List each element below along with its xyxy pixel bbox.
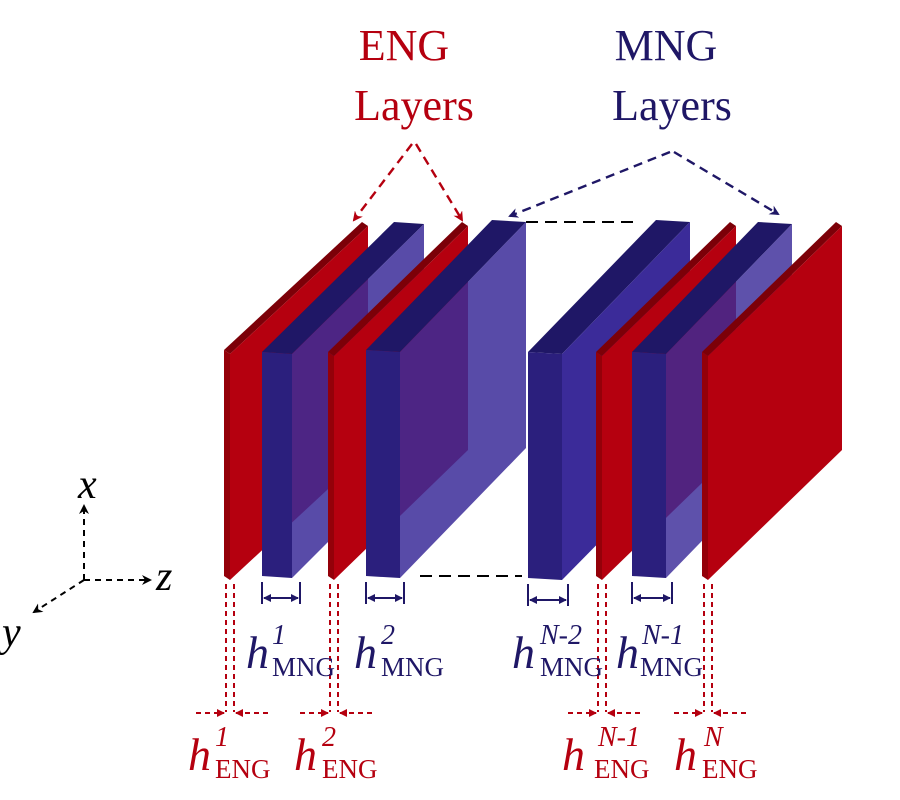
h-eng-2-label: h 2 ENG	[294, 722, 378, 784]
x-axis-label: x	[77, 462, 97, 508]
h-eng-n-sup: N	[703, 722, 724, 753]
h-eng-n-sub: ENG	[702, 754, 758, 784]
y-axis-label: y	[0, 610, 21, 656]
mng-label-line1: MNG	[615, 21, 718, 70]
eng-layers-label: ENG Layers	[354, 21, 474, 130]
mng-thickness-1	[261, 582, 301, 604]
h-mng-n-1-symbol: h	[616, 627, 639, 678]
mng-thickness-2	[365, 582, 405, 604]
h-mng-2-symbol: h	[354, 627, 377, 678]
eng-label-line2: Layers	[354, 81, 474, 130]
h-mng-n-2-label: h N-2 MNG	[512, 620, 603, 682]
h-mng-n-2-sub: MNG	[540, 652, 603, 682]
eng-thickness-guides	[225, 584, 713, 712]
mng-label-line2: Layers	[612, 81, 732, 130]
coordinate-axes	[32, 504, 152, 614]
h-eng-1-symbol: h	[188, 729, 211, 780]
mng-thickness-n-2	[527, 584, 569, 606]
h-mng-2-sub: MNG	[381, 652, 444, 682]
eng-pointer-arrows	[352, 143, 464, 222]
h-eng-n-label: h N ENG	[674, 722, 758, 784]
eng-layer-n	[702, 222, 842, 580]
h-eng-n-1-symbol: h	[562, 729, 585, 780]
h-eng-n-1-label: h N-1 ENG	[562, 722, 650, 784]
h-eng-2-sup: 2	[322, 722, 336, 753]
z-axis-label: z	[155, 554, 172, 600]
h-mng-n-1-sub: MNG	[640, 652, 703, 682]
h-mng-n-1-label: h N-1 MNG	[616, 620, 703, 682]
h-mng-1-label: h 1 MNG	[246, 620, 335, 682]
mng-pointer-arrows	[508, 150, 780, 218]
h-mng-2-label: h 2 MNG	[354, 620, 444, 682]
continuation-dashes	[420, 221, 640, 577]
h-eng-1-sub: ENG	[215, 754, 271, 784]
h-eng-2-sub: ENG	[322, 754, 378, 784]
h-eng-1-sup: 1	[215, 722, 229, 753]
mng-layers-label: MNG Layers	[612, 21, 732, 130]
h-mng-n-1-sup: N-1	[641, 620, 684, 651]
y-axis-arrow	[32, 579, 85, 614]
mng-thickness-n-1	[631, 582, 673, 604]
h-mng-2-sup: 2	[381, 620, 395, 651]
h-mng-n-2-symbol: h	[512, 627, 535, 678]
h-eng-n-symbol: h	[674, 729, 697, 780]
h-eng-n-1-sub: ENG	[594, 754, 650, 784]
eng-label-line1: ENG	[359, 21, 449, 70]
h-mng-n-2-sup: N-2	[539, 620, 582, 651]
h-eng-2-symbol: h	[294, 729, 317, 780]
h-eng-n-1-sup: N-1	[597, 722, 640, 753]
h-mng-1-symbol: h	[246, 627, 269, 678]
h-mng-1-sub: MNG	[272, 652, 335, 682]
h-eng-1-label: h 1 ENG	[188, 722, 271, 784]
layer-stack	[224, 220, 842, 580]
h-mng-1-sup: 1	[272, 620, 286, 651]
mng-thickness-arrows	[261, 582, 673, 606]
mng-layer-2	[366, 220, 526, 578]
